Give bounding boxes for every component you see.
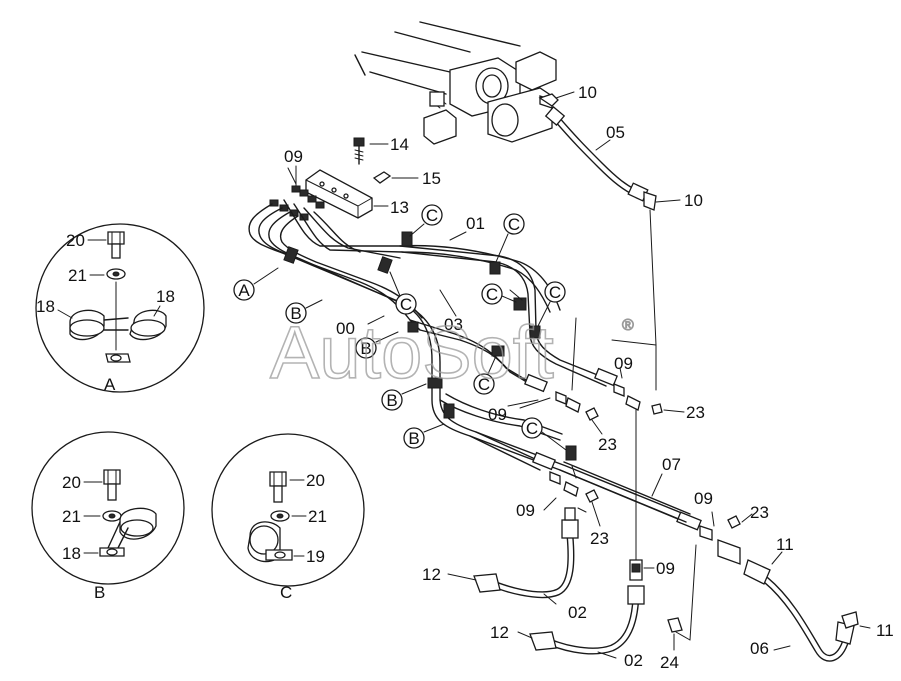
detail-c-washer-label: 21 [308, 507, 327, 526]
detail-a-clamp-left-label: 18 [36, 297, 55, 316]
ref-bubble-b3: B [381, 383, 427, 411]
ref-bubble-c1: C [409, 204, 443, 237]
callout-00: 00 [336, 319, 355, 338]
detail-b-washer-label: 21 [62, 507, 81, 526]
bolt-icon [269, 471, 287, 503]
detail-a-caption: A [104, 375, 116, 394]
ref-bubble-c4: C [481, 283, 517, 305]
hose-07 [559, 461, 691, 523]
detail-view-a: 20 21 18 18 A [35, 223, 205, 394]
ref-bubble-c5: C [537, 281, 566, 327]
hose-02-upper [447, 507, 579, 605]
hose-05 [544, 105, 681, 211]
callout-15: 15 [422, 169, 441, 188]
svg-text:A: A [238, 281, 250, 300]
fittings-09-cluster [269, 165, 325, 221]
plug-24 [667, 617, 683, 651]
callout-24: 24 [660, 653, 679, 672]
clamp-reference-bubbles: A B B B B C C [233, 204, 567, 451]
nipple-15 [372, 171, 419, 184]
ref-bubble-c2: C [495, 213, 525, 263]
callout-13: 13 [390, 198, 409, 217]
ref-bubble-c6: C [473, 355, 497, 395]
callout-09-right: 09 [694, 489, 713, 508]
ref-bubble-c7: C [521, 417, 567, 451]
clamp-icon [99, 507, 157, 557]
ref-bubble-b2: B [355, 331, 399, 359]
callout-02-upper: 02 [568, 603, 587, 622]
boom-cylinder-assembly [354, 21, 557, 145]
pipe-from-10 [649, 209, 657, 346]
ref-bubble-c3: C [389, 271, 417, 315]
svg-text:B: B [386, 391, 397, 410]
detail-c-clamp-label: 19 [306, 547, 325, 566]
svg-text:C: C [508, 215, 520, 234]
svg-text:B: B [360, 339, 371, 358]
clamp-icon [247, 521, 293, 563]
callout-10-top: 10 [578, 83, 597, 102]
callout-09-lower: 09 [656, 559, 675, 578]
callout-11-upper: 11 [776, 535, 794, 554]
callout-23-mid: 23 [598, 435, 617, 454]
ref-bubble-b4: B [403, 423, 445, 449]
svg-text:C: C [549, 283, 561, 302]
bolt-14 [353, 137, 389, 165]
callout-01: 01 [466, 214, 485, 233]
bolt-icon [107, 231, 125, 259]
callout-10-right: 10 [684, 191, 703, 210]
fitting-09-lower [629, 559, 655, 581]
detail-view-b: 20 21 18 B [31, 431, 185, 602]
callout-14: 14 [390, 135, 409, 154]
detail-view-c: 20 21 19 C [211, 433, 365, 602]
detail-a-clamp-right-label: 18 [156, 287, 175, 306]
callout-leaders [287, 139, 715, 527]
callout-11-lower: 11 [876, 621, 894, 640]
callout-23-far: 23 [750, 503, 769, 522]
detail-b-clamp-label: 18 [62, 544, 81, 563]
callout-12-lower: 12 [490, 623, 509, 642]
ref-bubble-c8 [509, 289, 523, 301]
svg-text:B: B [290, 304, 301, 323]
svg-text:C: C [478, 375, 490, 394]
svg-text:C: C [526, 419, 538, 438]
part-callouts: 10 05 10 14 09 15 13 01 00 03 09 09 23 2… [284, 83, 894, 672]
callout-05: 05 [606, 123, 625, 142]
svg-text:B: B [408, 429, 419, 448]
svg-text:C: C [400, 295, 412, 314]
mid-fittings [519, 367, 753, 565]
detail-a-washer-label: 21 [68, 266, 87, 285]
svg-text:C: C [426, 206, 438, 225]
watermark-registered-mark: ® [622, 317, 634, 334]
fitting-10-top [538, 91, 575, 107]
callout-06: 06 [750, 639, 769, 658]
pipe-from-10-b [611, 339, 657, 346]
detail-a-bolt-label: 20 [66, 231, 85, 250]
hose-02-lower [517, 585, 645, 659]
detail-c-bolt-label: 20 [306, 471, 325, 490]
detail-b-bolt-label: 20 [62, 473, 81, 492]
bolt-icon [103, 469, 121, 501]
detail-c-caption: C [280, 583, 292, 602]
ref-bubble-a: A [233, 267, 279, 301]
watermark-text: AutoSoft [270, 311, 554, 394]
callout-23-low: 23 [590, 529, 609, 548]
detail-b-caption: B [94, 583, 105, 602]
callout-09-mid: 09 [614, 354, 633, 373]
svg-text:C: C [486, 285, 498, 304]
callout-09-left: 09 [488, 405, 507, 424]
callout-09-top: 09 [284, 147, 303, 166]
ref-bubble-b1: B [285, 299, 323, 324]
callout-02-lower: 02 [624, 651, 643, 670]
callout-03: 03 [444, 315, 463, 334]
callout-07: 07 [662, 455, 681, 474]
clamp-pair-icon [69, 309, 167, 363]
watermark: AutoSoft ® [269, 310, 634, 395]
callout-12-upper: 12 [422, 565, 441, 584]
hose-06 [743, 551, 871, 662]
callout-09-lowleft: 09 [516, 501, 535, 520]
callout-23-right: 23 [686, 403, 705, 422]
